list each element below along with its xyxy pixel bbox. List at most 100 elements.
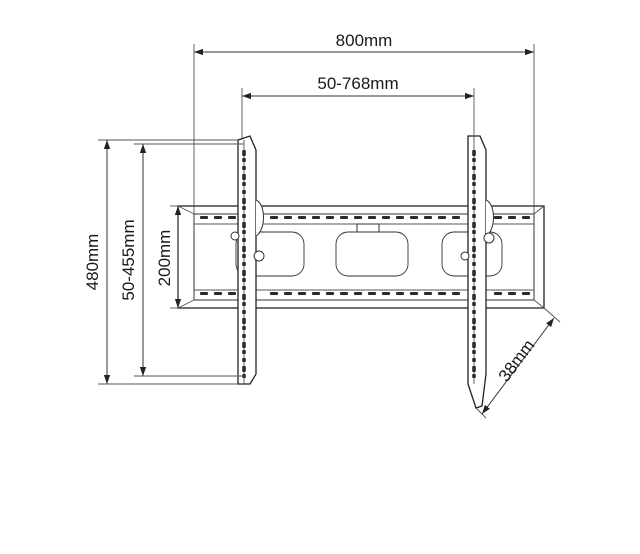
left-arm-knob	[253, 250, 265, 262]
arm-hole	[242, 334, 246, 338]
arm-hole	[242, 286, 246, 290]
arm-hole	[472, 222, 476, 228]
right-arm-screw	[460, 251, 470, 261]
arm-hole	[242, 278, 246, 282]
arm-hole	[472, 166, 476, 170]
plate-slot	[368, 216, 376, 219]
arm-height-label: 480mm	[83, 234, 102, 291]
plate-slot	[382, 216, 390, 219]
dimension-arm-height: 480mm	[83, 139, 238, 385]
arm-hole	[472, 150, 476, 156]
arm-hole	[242, 358, 246, 362]
plate-slot	[410, 216, 418, 219]
wall-distance-label: 38mm	[495, 336, 539, 385]
plate-slot	[396, 292, 404, 295]
plate-slot	[200, 292, 208, 295]
plate-slot	[522, 216, 530, 219]
arm-hole	[242, 158, 246, 162]
wall-plate-slot-rows	[200, 216, 530, 295]
arm-hole	[242, 310, 246, 314]
plate-slot	[438, 292, 446, 295]
arm-hole	[242, 366, 246, 372]
arm-hole	[242, 206, 246, 210]
arm-hole	[242, 270, 246, 276]
plate-slot	[298, 292, 306, 295]
arm-hole	[472, 366, 476, 372]
arm-hole	[472, 294, 476, 300]
arm-hole	[472, 158, 476, 162]
plate-slot	[368, 292, 376, 295]
arm-hole	[242, 238, 246, 242]
arm-hole	[242, 190, 246, 194]
plate-slot	[354, 292, 362, 295]
arm-hole	[472, 214, 476, 218]
arm-hole	[242, 182, 246, 186]
plate-slot	[424, 216, 432, 219]
wall-plate-cutout-center	[335, 231, 409, 277]
arm-hole	[472, 358, 476, 362]
arm-hole	[242, 150, 246, 156]
left-arm-hole-column	[242, 150, 246, 378]
arm-hole	[472, 350, 476, 354]
arm-hole	[242, 254, 246, 258]
arm-hole	[472, 198, 476, 204]
plate-slot	[396, 216, 404, 219]
center-lock-tab	[356, 223, 380, 233]
arm-hole	[242, 350, 246, 354]
arm-hole	[472, 174, 476, 180]
plate-slot	[284, 216, 292, 219]
plate-slot	[494, 216, 502, 219]
arm-hole	[472, 286, 476, 290]
right-arm-knob	[483, 232, 495, 244]
plate-slot	[298, 216, 306, 219]
plate-slot	[410, 292, 418, 295]
plate-slot	[424, 292, 432, 295]
arm-hole	[242, 294, 246, 300]
overall-width-label: 800mm	[336, 31, 393, 50]
arm-hole	[472, 190, 476, 194]
plate-slot	[228, 292, 236, 295]
plate-slot	[438, 216, 446, 219]
arm-hole	[472, 254, 476, 258]
arm-hole	[472, 230, 476, 234]
arm-hole	[242, 230, 246, 234]
arm-hole	[472, 318, 476, 324]
arm-hole	[472, 246, 476, 252]
arm-hole	[242, 222, 246, 228]
arm-hole	[472, 310, 476, 314]
vesa-vertical-label: 50-455mm	[119, 219, 138, 300]
plate-slot	[494, 292, 502, 295]
arm-hole	[242, 302, 246, 306]
dimension-vesa-vertical: 50-455mm	[119, 143, 244, 377]
dimension-wall-distance: 38mm	[475, 307, 561, 419]
dimension-overall-width: 800mm	[193, 31, 535, 214]
plate-slot	[312, 292, 320, 295]
arm-hole	[472, 206, 476, 210]
arm-hole	[472, 326, 476, 330]
arm-hole	[242, 174, 246, 180]
arm-hole	[472, 334, 476, 338]
left-vertical-arm	[230, 135, 265, 385]
plate-slot	[200, 216, 208, 219]
arm-hole	[472, 374, 476, 378]
plate-slot	[508, 292, 516, 295]
plate-slot	[214, 292, 222, 295]
plate-slot	[340, 216, 348, 219]
arm-hole	[242, 214, 246, 218]
arm-hole	[472, 262, 476, 266]
plate-slot	[382, 292, 390, 295]
plate-slot	[270, 216, 278, 219]
left-arm-screw	[230, 231, 240, 241]
plate-slot	[284, 292, 292, 295]
arm-hole	[242, 246, 246, 252]
plate-slot	[522, 292, 530, 295]
dimension-wall-plate-height: 200mm	[155, 205, 182, 309]
arm-hole	[242, 166, 246, 170]
right-vertical-arm	[460, 135, 495, 409]
plate-slot	[326, 292, 334, 295]
arm-hole	[472, 238, 476, 242]
plate-slot	[340, 292, 348, 295]
plate-slot	[214, 216, 222, 219]
